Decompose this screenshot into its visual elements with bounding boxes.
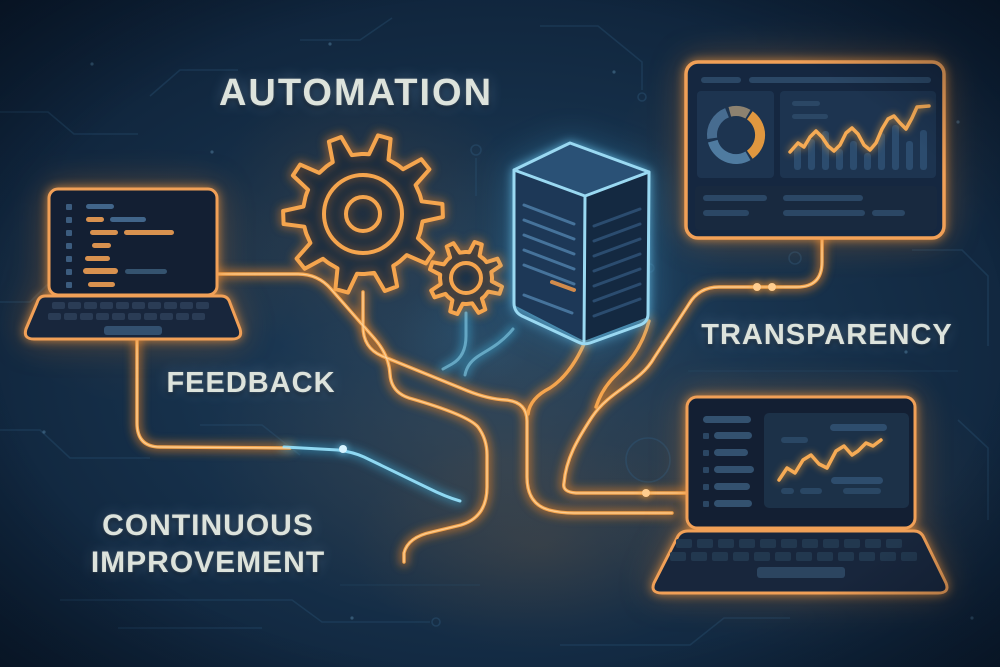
label-automation: AUTOMATION <box>218 72 494 114</box>
label-feedback: FEEDBACK <box>166 367 336 399</box>
label-continuous-line2: IMPROVEMENT <box>90 546 326 579</box>
label-continuous-line1: CONTINUOUS <box>102 509 314 542</box>
label-continuous-improvement: CONTINUOUS IMPROVEMENT <box>91 507 325 581</box>
dashboard-monitor-icon <box>684 60 946 240</box>
label-transparency: TRANSPARENCY <box>701 319 953 351</box>
laptop-code-icon <box>23 187 243 341</box>
server-icon <box>512 141 651 346</box>
laptop-chart-icon <box>651 395 949 595</box>
